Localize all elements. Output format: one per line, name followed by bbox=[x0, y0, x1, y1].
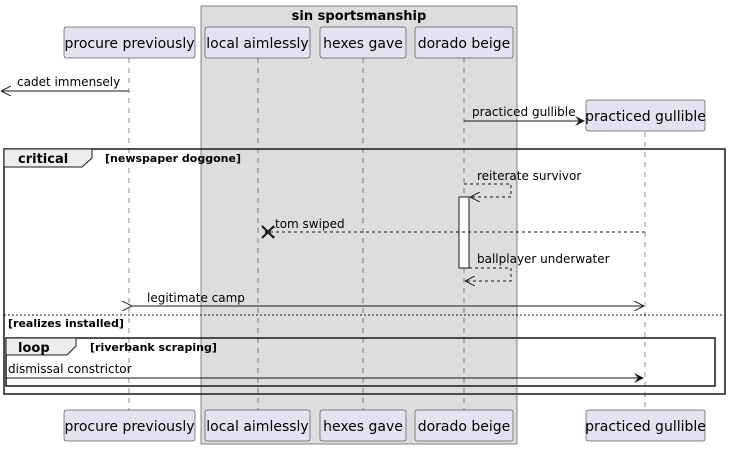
message-label: legitimate camp bbox=[147, 291, 245, 305]
fragment-keyword: loop bbox=[18, 341, 50, 356]
participant-dorado-bottom[interactable]: dorado beige bbox=[414, 409, 514, 442]
participant-hexes-top[interactable]: hexes gave bbox=[319, 26, 407, 59]
participant-hexes-bottom[interactable]: hexes gave bbox=[319, 409, 407, 442]
participant-local-top[interactable]: local aimlessly bbox=[204, 26, 311, 59]
participant-label: practiced gullible bbox=[585, 419, 706, 435]
participant-label: dorado beige bbox=[418, 36, 511, 52]
participant-procure-top[interactable]: procure previously bbox=[63, 26, 196, 59]
participant-dorado-top[interactable]: dorado beige bbox=[414, 26, 514, 59]
participant-procure-bottom[interactable]: procure previously bbox=[63, 409, 196, 442]
fragment-keyword: critical bbox=[18, 152, 68, 167]
message-dismissal-constrictor: dismissal constrictor bbox=[6, 362, 644, 383]
participant-label: procure previously bbox=[64, 419, 194, 435]
fragment-loop: loop [riverbank scraping] bbox=[5, 337, 716, 387]
participant-local-bottom[interactable]: local aimlessly bbox=[204, 409, 311, 442]
participant-label: local aimlessly bbox=[206, 419, 308, 435]
destroy-icon bbox=[261, 225, 275, 239]
participant-label: hexes gave bbox=[323, 419, 403, 435]
message-label: ballplayer underwater bbox=[477, 252, 610, 266]
fragment-condition: [newspaper doggone] bbox=[105, 152, 241, 165]
participant-practiced-created[interactable]: practiced gullible bbox=[585, 99, 706, 132]
message-label: cadet immensely bbox=[17, 75, 120, 89]
message-tom-swiped: tom swiped bbox=[261, 217, 645, 239]
message-label: reiterate survivor bbox=[477, 169, 581, 183]
message-label: practiced gullible bbox=[472, 105, 576, 119]
message-label: tom swiped bbox=[275, 217, 345, 231]
participant-label: procure previously bbox=[64, 36, 194, 52]
message-ballplayer-underwater: ballplayer underwater bbox=[466, 252, 610, 281]
fragment-else-condition: [realizes installed] bbox=[8, 317, 124, 330]
fragment-condition: [riverbank scraping] bbox=[90, 341, 217, 354]
message-cadet-immensely: cadet immensely bbox=[2, 75, 129, 91]
participant-label: dorado beige bbox=[418, 419, 511, 435]
participant-label: practiced gullible bbox=[585, 109, 706, 125]
participant-label: hexes gave bbox=[323, 36, 403, 52]
message-label: dismissal constrictor bbox=[8, 362, 132, 376]
message-legitimate-camp: legitimate camp bbox=[131, 291, 643, 306]
participant-practiced-bottom[interactable]: practiced gullible bbox=[585, 409, 706, 442]
group-title: sin sportsmanship bbox=[292, 9, 427, 24]
message-reiterate-survivor: reiterate survivor bbox=[464, 169, 581, 197]
fragment-critical: critical [newspaper doggone] [realizes i… bbox=[3, 148, 726, 395]
message-create-practiced: practiced gullible bbox=[464, 105, 585, 126]
participant-label: local aimlessly bbox=[206, 36, 308, 52]
